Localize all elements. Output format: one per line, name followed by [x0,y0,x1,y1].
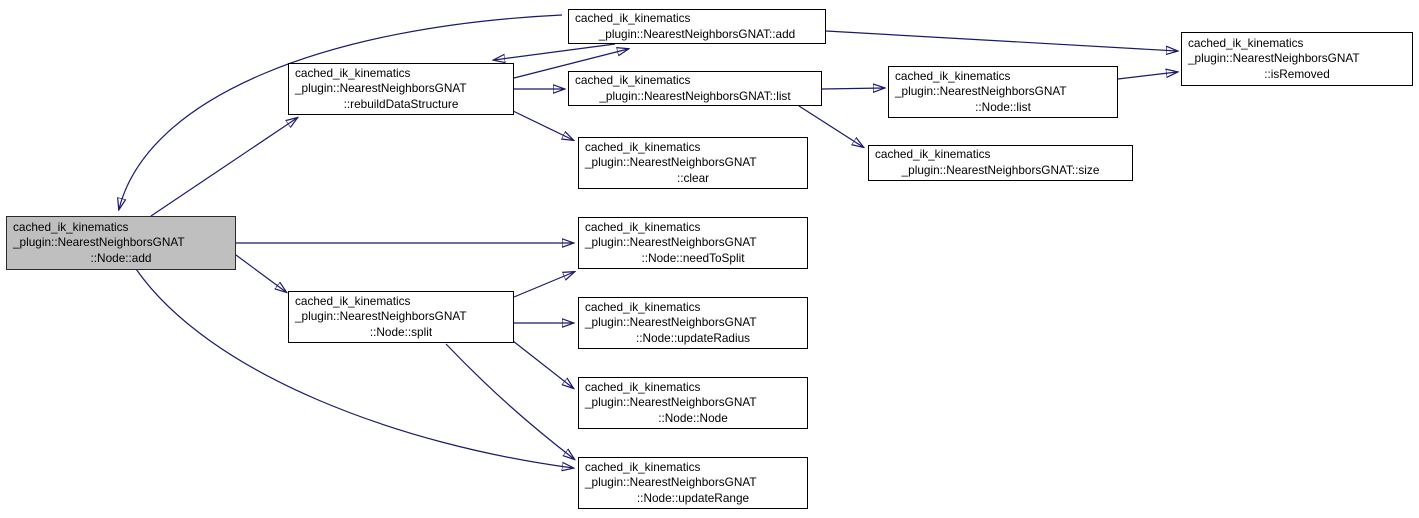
node-label-line: cached_ik_kinematics [585,139,701,154]
node-is-removed[interactable]: cached_ik_kinematics _plugin::NearestNei… [1181,32,1413,86]
edge-node-split-to-update-range [445,343,574,459]
edge-gnat-add-to-is-removed [825,30,1177,51]
edge-rebuild-data-structure-to-clear [510,109,573,140]
node-update-radius[interactable]: cached_ik_kinematics _plugin::NearestNei… [578,297,808,349]
edge-gnat-add-to-node-add [119,14,563,209]
node-label-line: _plugin::NearestNeighborsGNAT::add [598,26,796,41]
edge-gnat-list-to-node-list [821,88,884,89]
node-label-line: _plugin::NearestNeighborsGNAT [585,235,757,250]
node-need-to-split[interactable]: cached_ik_kinematics _plugin::NearestNei… [578,217,808,269]
node-label-line: cached_ik_kinematics [895,68,1011,83]
node-label-line: ::Node::split [369,324,433,339]
node-label-line: ::rebuildDataStructure [343,96,459,111]
node-label-line: _plugin::NearestNeighborsGNAT [585,395,757,410]
node-label-line: cached_ik_kinematics [585,459,701,474]
node-nearest-neighbors-gnat-list[interactable]: cached_ik_kinematics _plugin::NearestNei… [568,71,822,106]
node-label-line: _plugin::NearestNeighborsGNAT [585,475,757,490]
edge-node-add-to-node-split [235,254,286,292]
node-label-line: _plugin::NearestNeighborsGNAT::size [901,163,1100,177]
edge-node-list-to-is-removed [1117,72,1177,80]
node-size[interactable]: cached_ik_kinematics _plugin::NearestNei… [868,145,1133,181]
node-label-line: _plugin::NearestNeighborsGNAT [295,309,467,324]
node-label-line: ::Node::list [975,99,1031,114]
node-label-line: ::Node::updateRange [636,490,750,505]
node-node-constructor[interactable]: cached_ik_kinematics _plugin::NearestNei… [578,377,808,429]
node-label-line: _plugin::NearestNeighborsGNAT [585,315,757,330]
node-node-split[interactable]: cached_ik_kinematics _plugin::NearestNei… [288,291,514,343]
edge-node-add-to-update-range [135,268,573,468]
node-label-line: cached_ik_kinematics [295,293,411,308]
node-label-line: _plugin::NearestNeighborsGNAT [13,235,185,250]
edge-node-split-to-need-to-split [513,272,574,298]
node-label-line: cached_ik_kinematics [1188,35,1304,50]
node-label-line: cached_ik_kinematics [585,299,701,314]
edge-node-add-to-rebuild-data-structure [150,118,297,217]
node-nearest-neighbors-gnat-node-list[interactable]: cached_ik_kinematics _plugin::NearestNei… [888,66,1118,118]
edge-gnat-list-to-size [798,105,863,147]
node-label-line: ::isRemoved [1264,66,1330,81]
node-nearest-neighbors-gnat-add[interactable]: cached_ik_kinematics _plugin::NearestNei… [568,9,826,44]
node-rebuild-data-structure[interactable]: cached_ik_kinematics _plugin::NearestNei… [288,63,514,115]
node-label-line: cached_ik_kinematics [585,219,701,234]
node-label-line: cached_ik_kinematics [575,10,691,25]
node-label-line: cached_ik_kinematics [875,147,991,162]
node-label-line: cached_ik_kinematics [585,379,701,394]
node-label-line: ::Node::needToSplit [641,250,745,265]
node-label-line: _plugin::NearestNeighborsGNAT [895,84,1067,99]
node-update-range[interactable]: cached_ik_kinematics _plugin::NearestNei… [578,457,808,509]
node-label-line: ::clear [676,170,710,185]
node-label-line: cached_ik_kinematics [13,219,129,234]
edge-rebuild-data-structure-to-gnat-add [513,49,628,79]
edge-node-split-to-node-node [512,340,573,388]
node-label-line: _plugin::NearestNeighborsGNAT [295,81,467,96]
node-label-line: ::Node::add [90,250,152,265]
edge-gnat-add-to-rebuild-data-structure [494,43,616,60]
node-label-line: cached_ik_kinematics [295,65,411,80]
node-label-line: _plugin::NearestNeighborsGNAT [1188,51,1360,66]
node-nearest-neighbors-gnat-node-add: cached_ik_kinematics _plugin::NearestNei… [6,216,236,270]
node-label-line: cached_ik_kinematics [575,72,691,87]
node-label-line: _plugin::NearestNeighborsGNAT::list [599,88,791,103]
node-clear[interactable]: cached_ik_kinematics _plugin::NearestNei… [578,137,808,189]
node-label-line: _plugin::NearestNeighborsGNAT [585,155,757,170]
node-label-line: ::Node::updateRadius [635,330,751,345]
node-label-line: ::Node::Node [658,410,728,425]
